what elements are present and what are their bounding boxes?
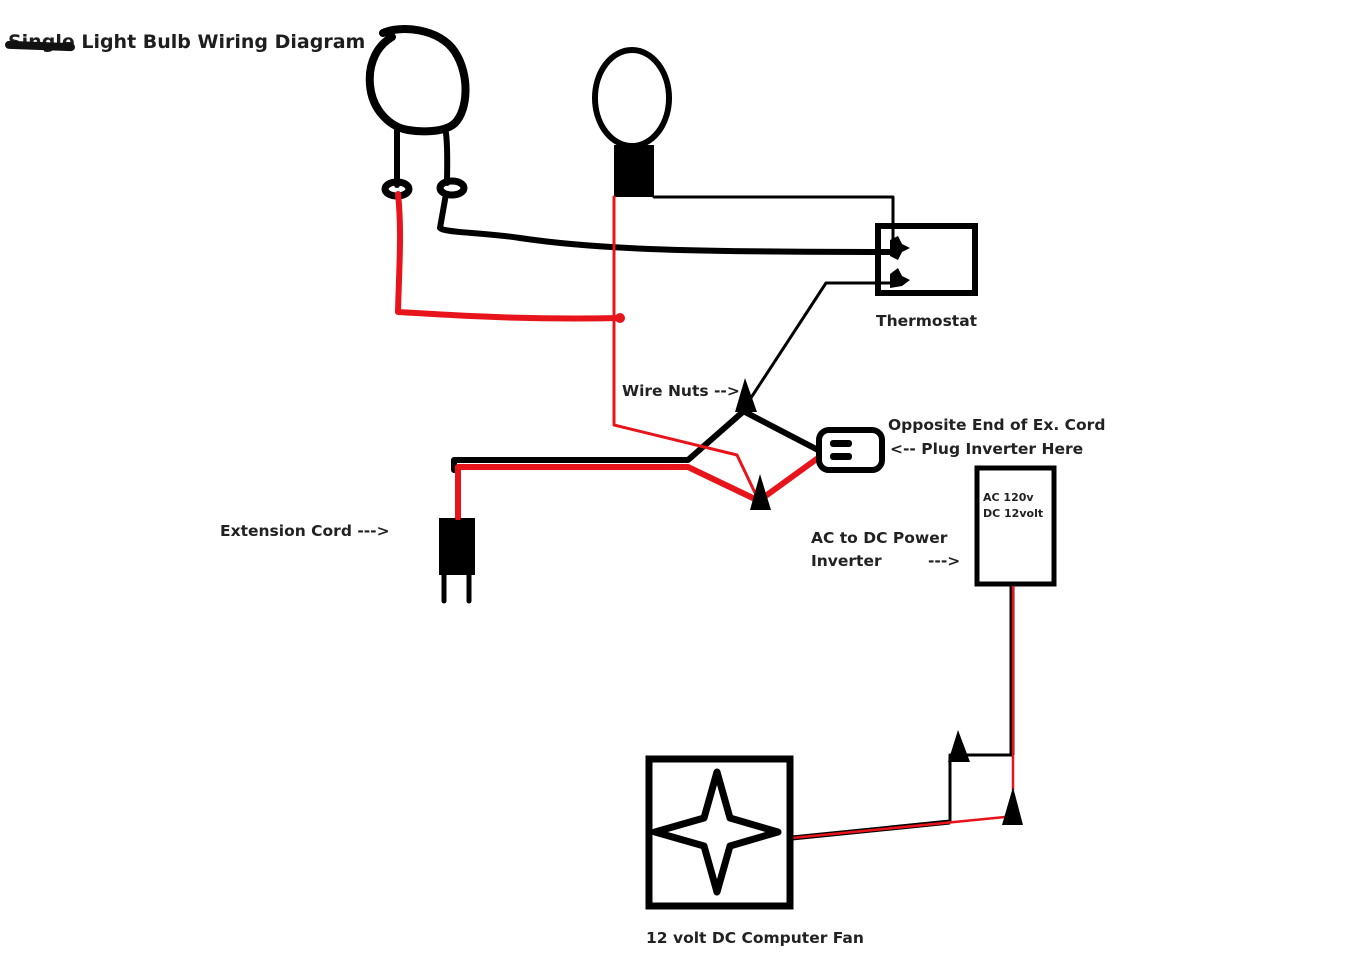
outlet-receptacle <box>816 427 885 473</box>
opposite-end-label: Opposite End of Ex. Cord <box>888 416 1106 434</box>
wire-bulb-to-thermostat <box>437 191 896 255</box>
thermostat-label: Thermostat <box>876 312 978 330</box>
power-inverter <box>974 465 1057 587</box>
wire-extension-red <box>455 464 760 523</box>
fan-wire-nut-right <box>1002 787 1023 825</box>
wire-socket-red <box>612 195 759 499</box>
inverter-label-line1: AC to DC Power <box>811 529 948 547</box>
bulb-socket <box>614 145 654 197</box>
fan-label: 12 volt DC Computer Fan <box>646 929 864 947</box>
plug-inverter-here-label: <-- Plug Inverter Here <box>890 440 1084 458</box>
wire-nuts-label: Wire Nuts --> <box>622 382 740 400</box>
fan-wire-nut-left <box>948 730 970 762</box>
wire-socket-to-thermostat <box>652 195 895 247</box>
diagram-title: Single Light Bulb Wiring Diagram <box>8 31 366 53</box>
fan-blade-star-icon <box>651 768 782 896</box>
light-bulb-hand-drawn <box>365 25 470 200</box>
outlet-slot-top <box>830 440 852 447</box>
wire-bulb-red <box>395 191 623 322</box>
fan-wires <box>791 586 1015 841</box>
thermostat-terminal-bottom <box>890 268 910 288</box>
inverter-arrow: ---> <box>928 552 961 570</box>
outlet-slot-bottom <box>830 453 852 460</box>
inverter-spec-ac: AC 120v <box>983 491 1034 504</box>
thermostat-terminal-top <box>890 236 910 260</box>
hot-wires <box>395 191 821 523</box>
wire-wirenut-to-outlet-red <box>757 455 821 503</box>
wire-extension-black <box>451 407 748 473</box>
computer-fan <box>645 755 794 910</box>
wire-nut-top <box>735 378 757 412</box>
inverter-label-line2: Inverter <box>811 552 882 570</box>
wire-thermostat-to-wirenut <box>743 281 895 409</box>
inverter-spec-dc: DC 12volt <box>983 507 1044 520</box>
light-bulb-with-socket <box>592 47 672 197</box>
bulb-terminal-right <box>436 177 468 199</box>
wire-nut-bottom <box>750 474 771 510</box>
wire-wirenut-to-outlet <box>742 409 821 453</box>
thermostat <box>875 223 978 296</box>
extension-cord-label: Extension Cord ---> <box>220 522 390 540</box>
extension-cord-plug <box>439 467 475 604</box>
